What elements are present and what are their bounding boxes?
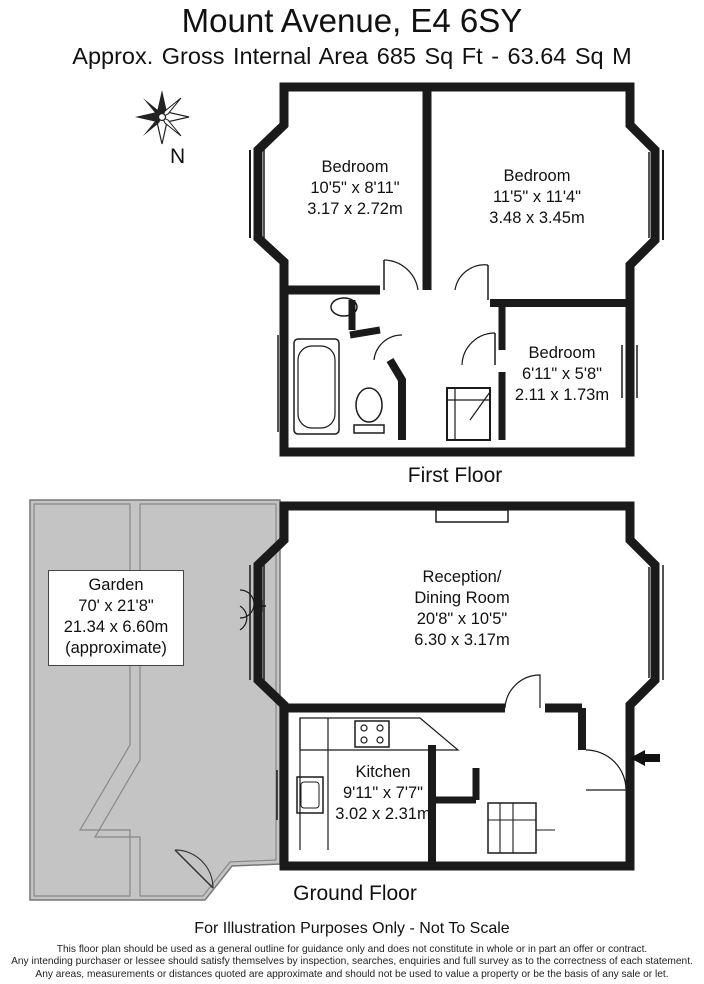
room-imperial: 10'5" x 8'11" [310, 179, 400, 198]
room-imperial: 9'11" x 7'7" [342, 784, 424, 803]
room-metric: 3.02 x 2.31m [335, 805, 431, 824]
first-floor-bedroom-1: Bedroom 10'5" x 8'11" 3.17 x 2.72m [290, 157, 420, 220]
disclaimer-line-2: Any intending purchaser or lessee should… [11, 956, 693, 968]
room-metric: 3.48 x 3.45m [489, 209, 585, 228]
entrance-arrow-icon [630, 750, 660, 766]
reception-dining-room: Reception/ Dining Room 20'8" x 10'5" 6.3… [392, 567, 532, 651]
room-name-2: Dining Room [414, 589, 510, 608]
compass-north-label: N [170, 145, 186, 168]
room-name: Bedroom [528, 344, 596, 362]
illustration-note: For Illustration Purposes Only - Not To … [194, 920, 510, 937]
room-imperial: 6'11" x 5'8" [521, 365, 603, 384]
garden-name: Garden [88, 576, 144, 594]
room-imperial: 11'5" x 11'4" [492, 188, 582, 207]
room-metric: 3.17 x 2.72m [307, 200, 403, 219]
ground-floor-plan [239, 501, 664, 871]
page-title: Mount Avenue, E4 6SY [181, 2, 523, 39]
room-name: Bedroom [503, 167, 571, 185]
room-metric: 2.11 x 1.73m [514, 386, 610, 405]
disclaimer-line-1: This floor plan should be used as a gene… [56, 944, 648, 955]
room-imperial: 20'8" x 10'5" [416, 610, 508, 629]
room-name: Reception/ [422, 568, 502, 586]
ground-floor-label: Ground Floor [293, 882, 417, 905]
room-name: Bedroom [321, 158, 389, 176]
garden-label-box: Garden 70' x 21'8" 21.34 x 6.60m (approx… [48, 570, 184, 666]
garden-note: (approximate) [65, 639, 167, 658]
room-metric: 6.30 x 3.17m [414, 631, 510, 650]
disclaimer-line-3: Any areas, measurements or distances quo… [35, 968, 669, 980]
first-floor-bedroom-3: Bedroom 6'11" x 5'8" 2.11 x 1.73m [506, 343, 618, 406]
compass-icon [135, 90, 190, 145]
disclaimer: This floor plan should be used as a gene… [0, 944, 704, 981]
garden-metric: 21.34 x 6.60m [63, 618, 169, 637]
first-floor-plan [249, 82, 664, 457]
room-name: Kitchen [355, 763, 411, 781]
area-subtitle: Approx. Gross Internal Area 685 Sq Ft - … [72, 43, 632, 69]
garden-imperial: 70' x 21'8" [78, 597, 154, 616]
first-floor-bedroom-2: Bedroom 11'5" x 11'4" 3.48 x 3.45m [472, 166, 602, 229]
garden-area [29, 499, 281, 901]
first-floor-label: First Floor [407, 464, 503, 487]
kitchen: Kitchen 9'11" x 7'7" 3.02 x 2.31m [318, 762, 448, 825]
